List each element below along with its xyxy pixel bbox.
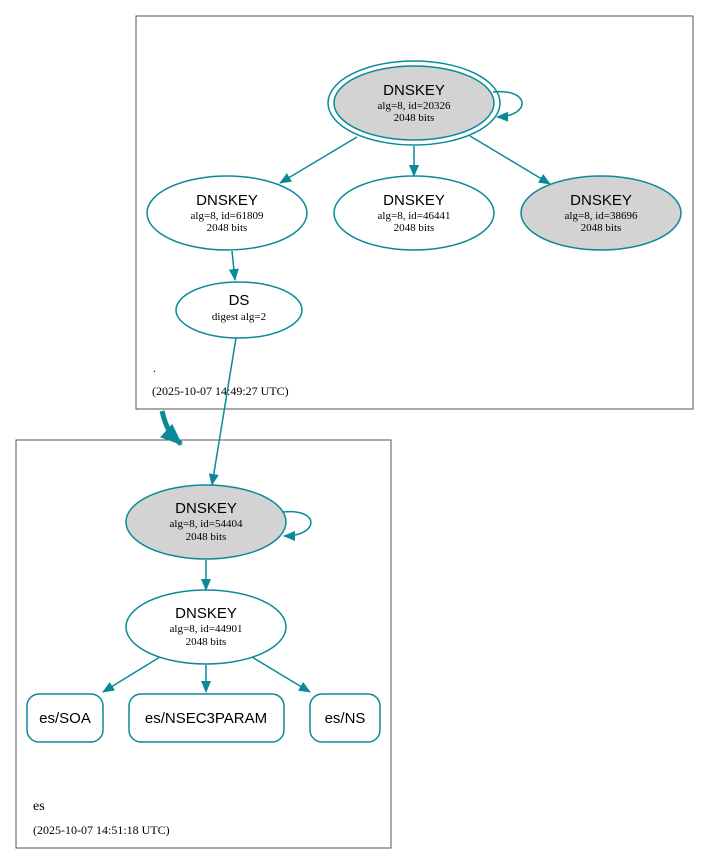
- node-title: DNSKEY: [383, 192, 445, 209]
- es-zone-name: es: [33, 799, 45, 814]
- node-dnskey-46441[interactable]: DNSKEY alg=8, id=46441 2048 bits: [333, 175, 495, 251]
- edge-ksk20326-to-38696: [469, 135, 551, 185]
- edge-44901-to-ns: [251, 656, 311, 693]
- node-size: 2048 bits: [186, 531, 227, 543]
- node-title: DS: [229, 292, 250, 309]
- node-dnskey-44901[interactable]: DNSKEY alg=8, id=44901 2048 bits: [125, 589, 287, 665]
- node-dnskey-61809[interactable]: DNSKEY alg=8, id=61809 2048 bits: [146, 175, 308, 251]
- node-detail: alg=8, id=46441: [378, 210, 451, 222]
- edge-ds-to-ksk54404: [208, 337, 237, 486]
- node-detail: alg=8, id=54404: [170, 518, 243, 530]
- node-dnskey-54404[interactable]: DNSKEY alg=8, id=54404 2048 bits: [125, 484, 287, 560]
- es-zone-box: [15, 439, 392, 849]
- edge-44901-to-soa: [102, 656, 161, 693]
- edge-ksk54404-self: [282, 510, 312, 541]
- node-detail: digest alg=2: [212, 311, 266, 323]
- node-size: 2048 bits: [394, 112, 435, 124]
- node-detail: alg=8, id=20326: [378, 100, 451, 112]
- node-dnskey-38696[interactable]: DNSKEY alg=8, id=38696 2048 bits: [520, 175, 682, 251]
- node-dnskey-20326[interactable]: DNSKEY alg=8, id=20326 2048 bits: [327, 60, 501, 146]
- es-zone-cluster: es (2025-10-07 14:51:18 UTC): [15, 439, 392, 849]
- node-title: DNSKEY: [175, 500, 237, 517]
- node-detail: alg=8, id=38696: [565, 210, 638, 222]
- node-rrset-nsec3param[interactable]: es/NSEC3PARAM: [128, 693, 285, 743]
- node-size: 2048 bits: [207, 222, 248, 234]
- root-zone-cluster: . (2025-10-07 14:49:27 UTC): [135, 15, 694, 410]
- node-detail: alg=8, id=44901: [170, 623, 243, 635]
- node-size: 2048 bits: [186, 636, 227, 648]
- node-rrset-soa[interactable]: es/SOA: [26, 693, 104, 743]
- rrset-label: es/NSEC3PARAM: [145, 710, 267, 727]
- rrset-label: es/SOA: [39, 710, 91, 727]
- delegation-arrow: [159, 410, 183, 446]
- edge-ksk20326-self: [492, 90, 523, 122]
- node-size: 2048 bits: [394, 222, 435, 234]
- edge-61809-to-ds: [228, 250, 239, 281]
- node-size: 2048 bits: [581, 222, 622, 234]
- rrset-label: es/NS: [325, 710, 366, 727]
- edges: [102, 90, 551, 693]
- node-title: DNSKEY: [383, 82, 445, 99]
- node-title: DNSKEY: [570, 192, 632, 209]
- node-title: DNSKEY: [175, 605, 237, 622]
- node-title: DNSKEY: [196, 192, 258, 209]
- root-zone-timestamp: (2025-10-07 14:49:27 UTC): [152, 384, 289, 398]
- node-detail: alg=8, id=61809: [191, 210, 264, 222]
- node-ds[interactable]: DS digest alg=2: [175, 281, 303, 339]
- root-zone-name: .: [153, 361, 156, 375]
- edge-ksk20326-to-61809: [279, 136, 358, 184]
- node-rrset-ns[interactable]: es/NS: [309, 693, 381, 743]
- root-zone-box: [135, 15, 694, 410]
- es-zone-timestamp: (2025-10-07 14:51:18 UTC): [33, 823, 170, 837]
